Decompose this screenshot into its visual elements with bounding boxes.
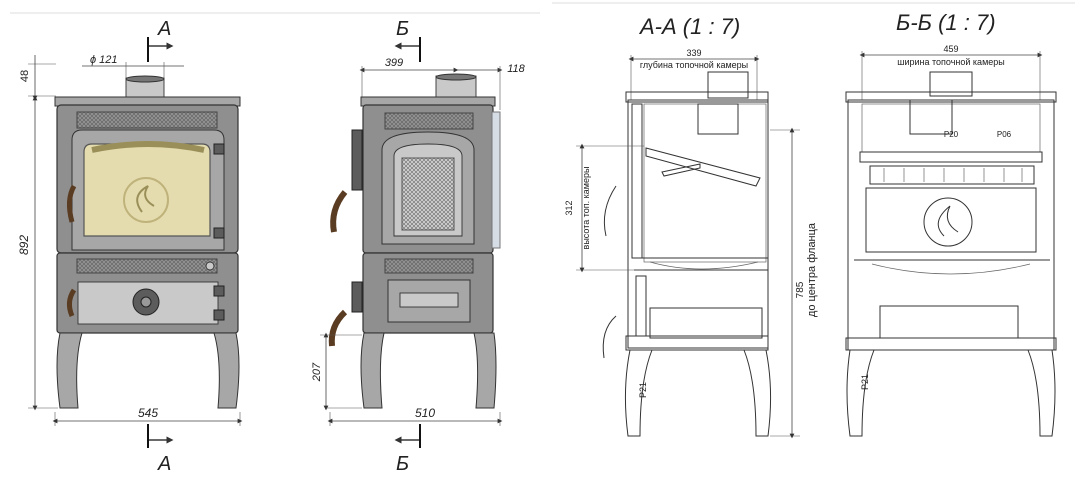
front-left-leg [56,332,83,409]
section-aa-title: А-А (1 : 7) [638,14,740,39]
section-mark-a-bottom: А [157,453,171,475]
dim-flue-offset: 399 [385,57,403,69]
part-label-p21-aa: P21 [638,382,648,398]
door-glass [83,143,211,237]
front-view: 48 892 ϕ 121 545 А А [17,18,243,475]
dim-chamber-width-label: ширина топочной камеры [897,57,1004,67]
section-mark-b-top: Б [396,18,409,40]
dim-width: 545 [138,406,158,420]
part-label-p06: P06 [997,130,1012,139]
dim-chamber-height-value: 312 [564,200,574,215]
section-bb: Б-Б (1 : 7) 459 ширина топочной камеры P… [845,10,1057,437]
dim-chamber-height-label: высота топ. камеры [581,167,591,250]
part-label-p21-bb: P21 [860,374,870,390]
dim-chamber-width-value: 459 [943,44,958,54]
flame-logo-icon [923,197,973,247]
side-view: 399 118 207 510 Б Б [311,18,526,475]
dim-flue-diameter: ϕ 121 [90,54,118,66]
dim-leg-height: 207 [311,362,323,382]
front-right-leg [213,332,240,409]
dim-height: 892 [17,235,31,255]
section-aa: А-А (1 : 7) 339 глубина топочной камеры … [564,14,818,439]
dim-flange-height-value: 785 [795,281,806,298]
part-label-p20: P20 [944,130,959,139]
dim-rear-offset: 118 [507,63,525,75]
section-mark-b-bottom: Б [396,453,409,475]
dim-chamber-depth-label: глубина топочной камеры [640,60,748,70]
section-mark-a-top: А [157,18,171,40]
dim-chamber-depth-value: 339 [686,48,701,58]
dim-flange-height-label: до центра фланца [806,222,818,317]
section-bb-title: Б-Б (1 : 7) [896,10,996,35]
dim-depth: 510 [415,406,435,420]
door-handle [66,184,77,223]
dim-top-offset: 48 [19,70,31,82]
